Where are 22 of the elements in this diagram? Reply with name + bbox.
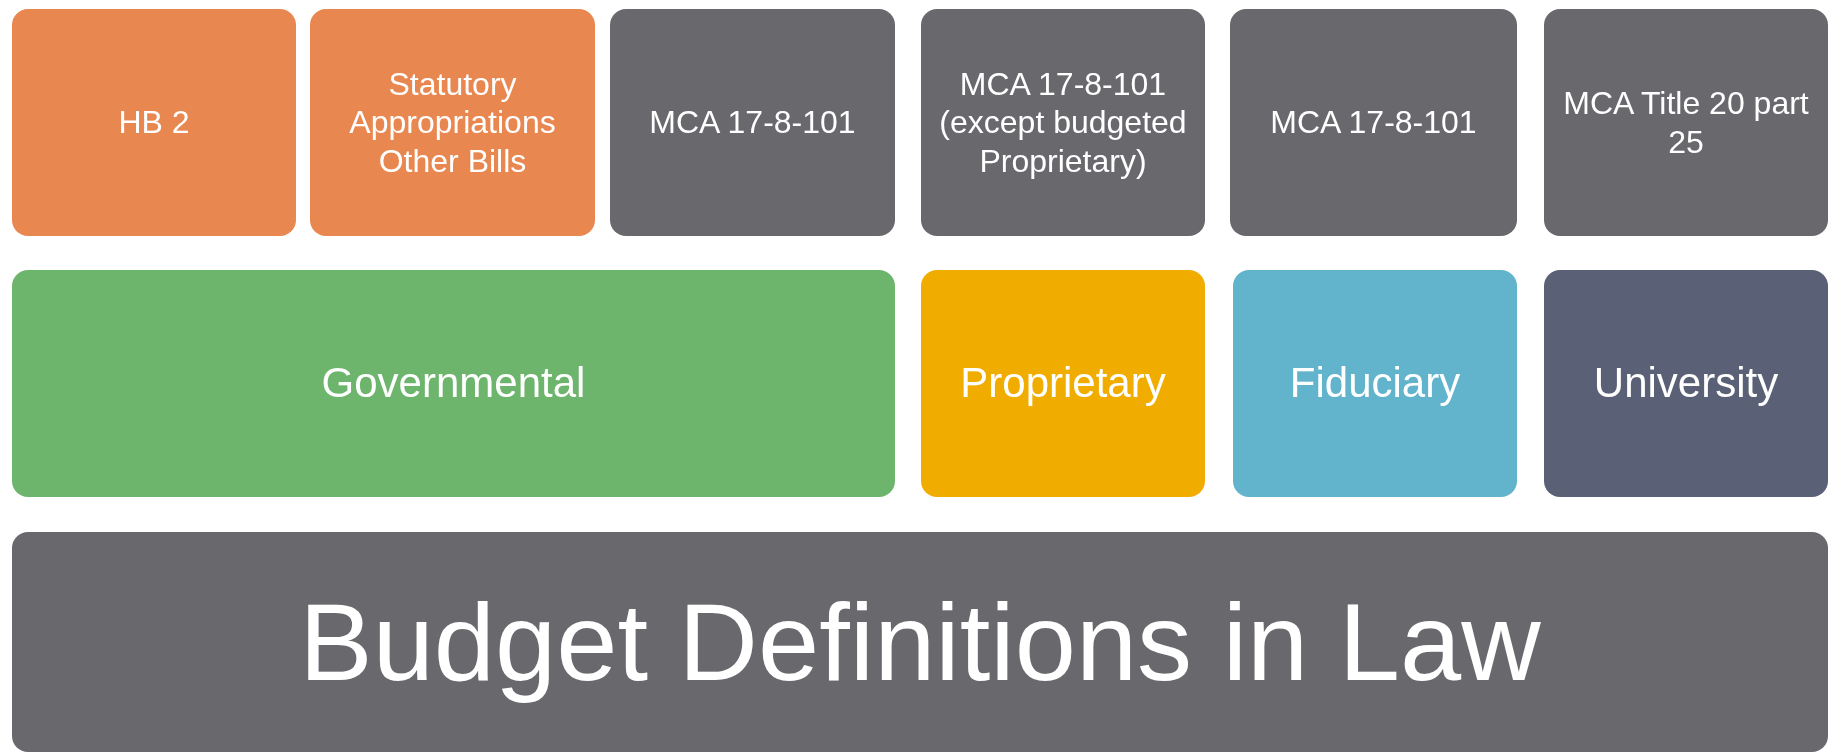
law-reference-box: [610, 9, 895, 236]
box-label: Governmental: [321, 358, 586, 409]
box-label: HB 2: [118, 103, 190, 142]
law-reference-box: [12, 9, 296, 236]
law-reference-box: [1544, 9, 1828, 236]
category-box: [921, 270, 1205, 497]
category-box: [1544, 270, 1828, 497]
category-box: [1233, 270, 1517, 497]
box-label: MCA 17-8-101: [649, 103, 856, 142]
box-label: Proprietary: [960, 358, 1166, 409]
law-reference-box: [1230, 9, 1517, 236]
title-text: Budget Definitions in Law: [299, 579, 1541, 705]
box-label: MCA Title 20 part 25: [1562, 84, 1810, 161]
box-label: University: [1593, 358, 1779, 409]
box-label: MCA 17-8-101: [1270, 103, 1477, 142]
law-reference-box: [310, 9, 595, 236]
title-banner: [12, 532, 1828, 752]
category-box: [12, 270, 895, 497]
law-reference-box: [921, 9, 1205, 236]
box-label: MCA 17-8-101 (except budgeted Proprietary): [938, 64, 1188, 181]
box-label: Statutory Appropriations Other Bills: [348, 64, 557, 181]
box-label: Fiduciary: [1289, 358, 1461, 409]
